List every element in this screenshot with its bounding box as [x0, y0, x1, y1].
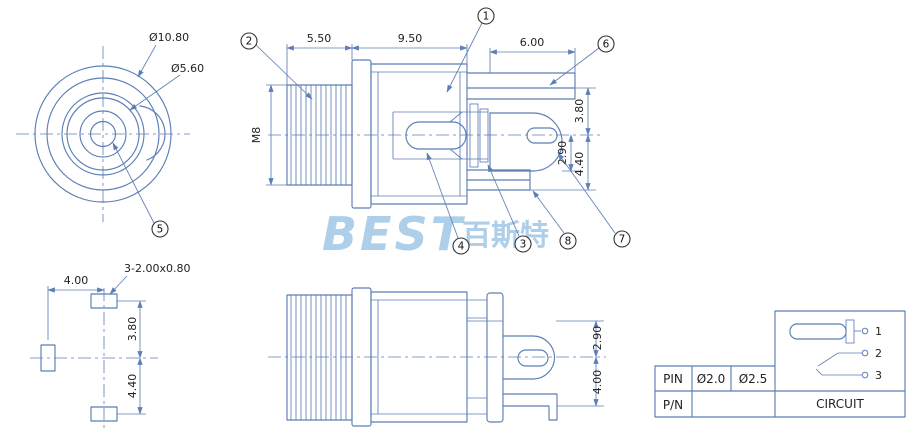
dim-top-offset: 3.80: [573, 99, 586, 124]
leader-inner-dia: [129, 74, 181, 111]
jack-barrel-symbol: [789, 323, 847, 340]
balloon-6-number: 6: [603, 39, 610, 51]
ext-lines-right: [530, 87, 596, 191]
housing-inner-lines: [371, 71, 467, 197]
dim-pin-lower: 4.40: [126, 374, 139, 399]
tongue-bottom: [502, 335, 556, 380]
balloon-6: 6: [549, 35, 615, 86]
balloon-8-number: 8: [565, 236, 572, 248]
leader-outer-dia: [137, 44, 157, 78]
balloon-1: 1: [446, 7, 495, 93]
watermark-cjk: 百斯特: [462, 218, 549, 252]
terminal-dot-1: [861, 327, 869, 335]
dim-outer-diameter: Ø10.80: [149, 31, 189, 44]
circuit-diagram: 1 2 3: [789, 319, 882, 382]
table-pin-dia-2: Ø2.5: [739, 372, 768, 386]
pin-spec: 3-2.00x0.80: [124, 262, 190, 275]
dim-inner-diameter: Ø5.60: [171, 62, 204, 75]
wire-terminal-2-switch: [817, 352, 862, 367]
front-view: Ø10.80 Ø5.60 5: [16, 31, 204, 238]
center-tongue: [489, 112, 563, 172]
terminal-1-number: 1: [875, 325, 882, 338]
housing-body-bottom: [370, 291, 468, 423]
terminal-3-number: 3: [875, 369, 882, 382]
dim-tip-length: 6.00: [520, 36, 545, 49]
dim-bottom-lower: 4.00: [591, 370, 604, 395]
balloon-7-number: 7: [619, 234, 626, 246]
thread-hatch-bottom: [290, 295, 347, 420]
pin-centerlines: [30, 288, 158, 432]
balloon-2-number: 2: [246, 36, 253, 48]
leader-pin-spec: [109, 275, 128, 295]
watermark-latin: BEST: [322, 207, 466, 261]
key-tab-arc: [139, 105, 166, 161]
dim-thread-length: 5.50: [307, 32, 332, 45]
balloon-2: 2: [240, 32, 313, 100]
dim-bottom-offset: 4.40: [573, 152, 586, 177]
front-centerlines: [16, 46, 190, 222]
balloon-4: 4: [426, 152, 470, 255]
dim-body-length: 9.50: [398, 32, 423, 45]
balloon-7: 7: [557, 152, 631, 248]
bottom-view: 2.90 4.00: [268, 287, 606, 427]
mounting-plate: [486, 292, 504, 423]
balloon-4-number: 4: [458, 241, 465, 253]
insulator-1: [469, 103, 479, 168]
table-grid: [654, 310, 906, 418]
thread-spec: M8: [250, 127, 263, 144]
ext-lines-top: [286, 44, 576, 85]
center-pin: [405, 121, 467, 150]
jack-end-cap: [845, 319, 855, 344]
spec-table: PIN Ø2.0 Ø2.5 P/N CIRCUIT: [654, 310, 906, 418]
bent-leg: [502, 393, 558, 421]
terminal-dot-2: [861, 349, 869, 357]
wire-terminal-3: [815, 368, 862, 376]
thread-hatch: [290, 85, 347, 185]
housing-body: [370, 63, 468, 205]
table-circuit-label: CIRCUIT: [816, 397, 864, 411]
balloon-5: 5: [112, 142, 169, 238]
contact-shell: [392, 111, 488, 160]
side-view: 5.50 9.50 6.00 M8 3.80 2.90 4.40 1 2: [240, 7, 631, 255]
tongue-slot: [526, 127, 558, 144]
flange: [351, 59, 372, 209]
thread-section-bottom: [286, 294, 353, 421]
table-pin-label: PIN: [663, 372, 683, 386]
top-terminal-arm: [466, 72, 576, 100]
table-pn-label: P/N: [663, 398, 683, 412]
dim-bottom-upper: 2.90: [591, 326, 604, 351]
bottom-terminal-arm: [466, 169, 531, 191]
watermark: BEST 百斯特: [322, 207, 549, 261]
housing-inner-bottom: [371, 299, 487, 415]
terminal-2-number: 2: [875, 347, 882, 360]
table-pin-dia-1: Ø2.0: [697, 372, 726, 386]
balloon-3-number: 3: [520, 239, 527, 251]
dim-mid-offset: 2.90: [556, 141, 569, 166]
terminal-dot-3: [861, 371, 869, 379]
dim-pitch: 4.00: [64, 274, 89, 287]
balloon-1-number: 1: [483, 11, 490, 23]
pin-left: [40, 344, 56, 372]
balloon-5-number: 5: [157, 224, 164, 236]
step-lines-bottom: [467, 317, 503, 399]
tongue-slot-bottom: [517, 349, 549, 367]
balloon-8: 8: [532, 190, 577, 250]
pin-layout-view: 4.00 3-2.00x0.80 3.80 4.40: [30, 262, 190, 432]
insulator-2: [479, 108, 489, 163]
balloon-3: 3: [487, 164, 532, 253]
dim-pin-upper: 3.80: [126, 317, 139, 342]
spring-lines: [449, 111, 463, 160]
